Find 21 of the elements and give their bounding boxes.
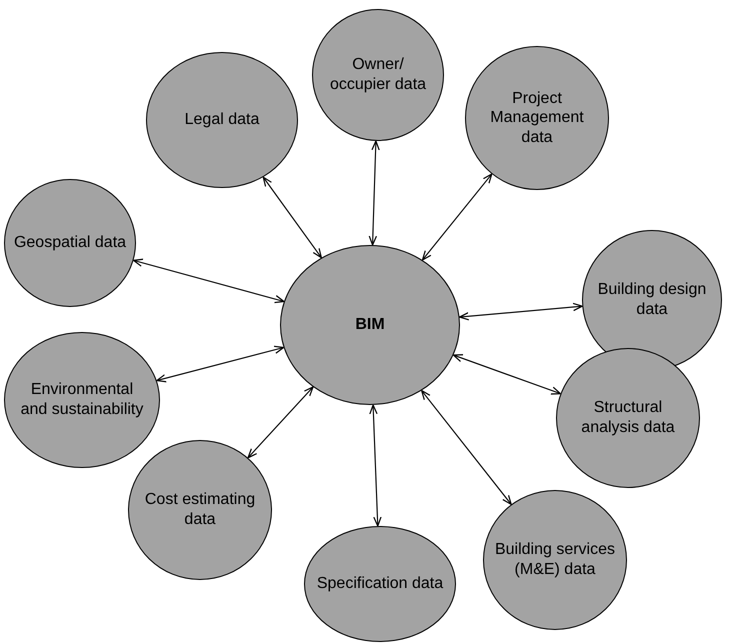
node-label: Geospatial data (14, 233, 126, 253)
double-arrow (452, 354, 562, 395)
double-arrow (262, 176, 322, 258)
hub-label: BIM (355, 315, 385, 335)
node-label: Building services (M&E) data (494, 540, 616, 580)
double-arrow (132, 258, 285, 304)
double-arrow (369, 404, 382, 527)
double-arrow (247, 386, 314, 458)
double-arrow (421, 390, 512, 505)
double-arrow (422, 173, 492, 261)
node-label: Structural analysis data (580, 398, 676, 438)
node-label: Project Management data (489, 88, 585, 148)
double-arrow (156, 346, 284, 382)
node-label: Owner/ occupier data (328, 55, 428, 95)
node-label: Environmental and sustainability (20, 380, 144, 420)
node-label: Specification data (316, 574, 444, 594)
double-arrow (368, 140, 380, 246)
double-arrow (458, 302, 583, 320)
node-label: Legal data (184, 110, 260, 130)
node-label: Building design data (596, 280, 708, 320)
node-label: Cost estimating data (144, 490, 256, 530)
